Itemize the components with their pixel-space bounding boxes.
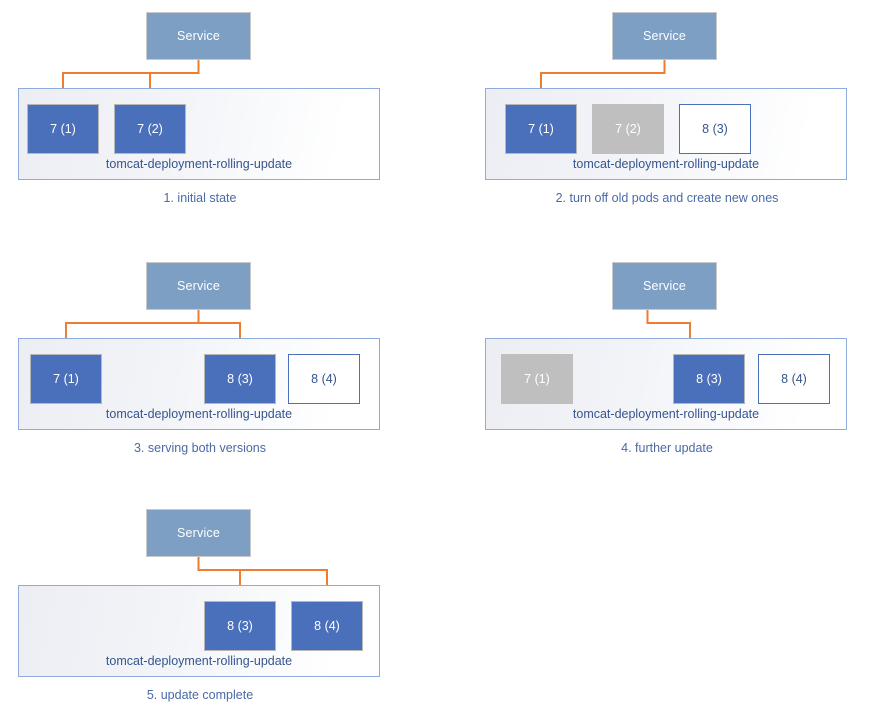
service-label: Service [642,29,687,43]
pod[interactable]: 7 (1) [505,104,577,154]
pod[interactable]: 8 (4) [288,354,360,404]
service-box[interactable]: Service [612,262,717,310]
panel-caption: 1. initial state [163,191,237,205]
panel-serving-both-versions: Service tomcat-deployment-rolling-update… [0,250,440,480]
deployment-label: tomcat-deployment-rolling-update [572,157,760,171]
pod[interactable]: 7 (1) [30,354,102,404]
service-box[interactable]: Service [146,509,251,557]
deployment-label: tomcat-deployment-rolling-update [105,654,293,668]
panel-caption: 3. serving both versions [133,441,266,455]
deployment-label: tomcat-deployment-rolling-update [105,407,293,421]
pod-label: 8 (3) [696,372,722,386]
pod[interactable]: 8 (3) [679,104,751,154]
panel-caption: 4. further update [621,441,713,455]
panel-caption: 2. turn off old pods and create new ones [555,191,779,205]
panel-update-complete: Service tomcat-deployment-rolling-update… [0,497,440,718]
deployment-label: tomcat-deployment-rolling-update [105,157,293,171]
pod-label: 8 (3) [227,372,253,386]
service-label: Service [176,526,221,540]
pod-label: 7 (1) [53,372,79,386]
pod-label: 8 (4) [781,372,807,386]
pod-label: 8 (4) [311,372,337,386]
service-box[interactable]: Service [146,262,251,310]
pod[interactable]: 7 (1) [501,354,573,404]
pod[interactable]: 8 (4) [758,354,830,404]
deployment-container: tomcat-deployment-rolling-update [18,585,380,677]
pod[interactable]: 8 (3) [204,601,276,651]
pod-label: 7 (2) [137,122,163,136]
pod[interactable]: 8 (3) [673,354,745,404]
pod-label: 7 (1) [524,372,550,386]
panel-turn-off-old-pods: Service tomcat-deployment-rolling-update… [440,0,870,230]
pod[interactable]: 7 (2) [592,104,664,154]
service-box[interactable]: Service [612,12,717,60]
pod[interactable]: 8 (4) [291,601,363,651]
pod[interactable]: 7 (1) [27,104,99,154]
pod-label: 7 (1) [50,122,76,136]
service-box[interactable]: Service [146,12,251,60]
panel-initial-state: Service tomcat-deployment-rolling-update… [0,0,440,230]
pod-label: 7 (1) [528,122,554,136]
panel-caption: 5. update complete [146,688,254,702]
pod-label: 8 (3) [702,122,728,136]
pod-label: 8 (3) [227,619,253,633]
service-label: Service [176,279,221,293]
pod[interactable]: 8 (3) [204,354,276,404]
panel-further-update: Service tomcat-deployment-rolling-update… [440,250,870,480]
service-label: Service [642,279,687,293]
deployment-label: tomcat-deployment-rolling-update [572,407,760,421]
pod-label: 8 (4) [314,619,340,633]
pod-label: 7 (2) [615,122,641,136]
service-label: Service [176,29,221,43]
pod[interactable]: 7 (2) [114,104,186,154]
